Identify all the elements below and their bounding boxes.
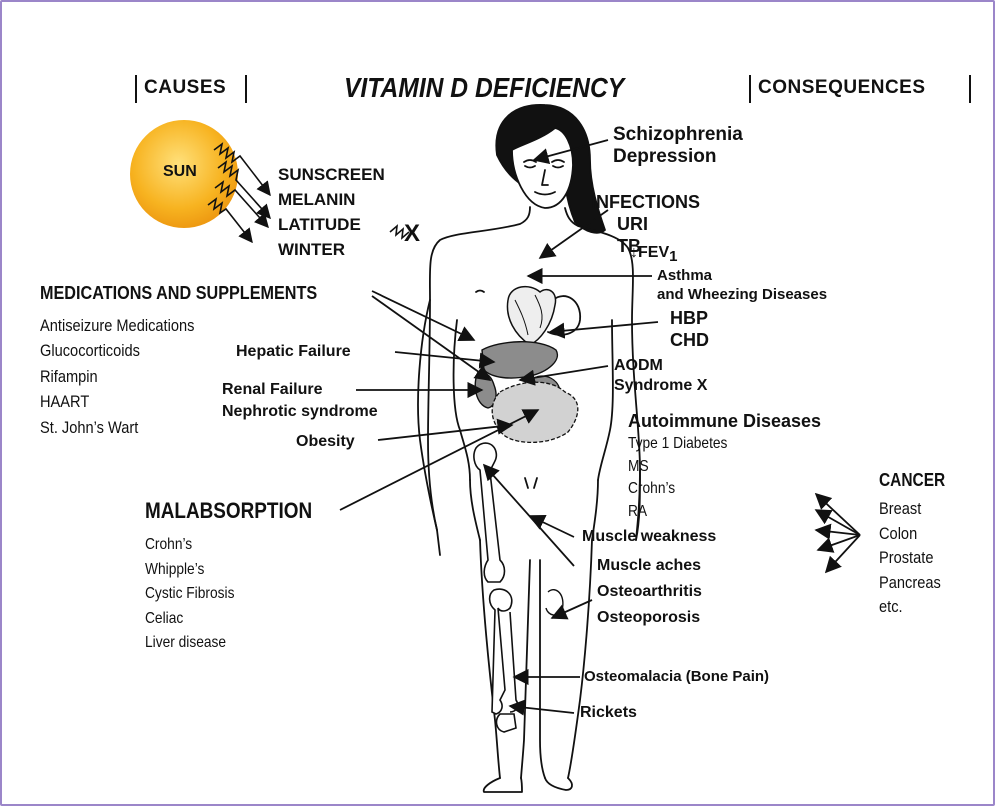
skeleton-leg-icon [474,443,518,732]
malabsorption-heading: MALABSORPTION [145,500,312,522]
osteoporosis-label: Osteoporosis [597,610,700,626]
malabsorption-item: Celiac [145,607,234,632]
medication-item: Glucocorticoids [40,338,194,363]
asthma-label: Asthma [657,268,712,283]
blocked-mark-icon: X [404,222,420,246]
obesity-label: Obesity [296,434,355,450]
cancer-list: Breast Colon Prostate Pancreas etc. [879,497,951,620]
autoimmune-item: Type 1 Diabetes [628,433,727,456]
cancer-heading: CANCER [879,471,945,489]
osteoarthritis-label: Osteoarthritis [597,584,702,600]
muscle-weakness-label: Muscle weakness [582,529,716,545]
liver-icon [482,342,557,378]
cancer-item: Breast [879,497,941,522]
medications-list: Antiseizure Medications Glucocorticoids … [40,313,220,440]
autoimmune-item: RA [628,501,727,524]
sun-blocker-item: SUNSCREEN [278,162,385,187]
autoimmune-heading: Autoimmune Diseases [628,412,821,430]
medication-item: Antiseizure Medications [40,313,194,338]
cancer-item: Prostate [879,546,941,571]
schizophrenia-label: Schizophrenia [613,125,743,144]
autoimmune-item: Crohn’s [628,478,727,501]
malabsorption-item: Liver disease [145,631,234,656]
uri-label: URI [617,215,648,233]
malabsorption-item: Crohn’s [145,533,234,558]
cancer-item: etc. [879,595,941,620]
autoimmune-list: Type 1 Diabetes MS Crohn’s RA [628,433,744,523]
malabsorption-list: Crohn’s Whipple’s Cystic Fibrosis Celiac… [145,533,249,656]
syndrome-x-label: Syndrome X [614,378,707,394]
sun-label: SUN [163,164,197,180]
sun-blocker-list: SUNSCREEN MELANIN LATITUDE WINTER [278,162,385,262]
sun-blocker-item: MELANIN [278,187,385,212]
malabsorption-item: Cystic Fibrosis [145,582,234,607]
depression-label: Depression [613,147,716,166]
decrease-arrow-icon: ↓ [630,244,638,261]
chd-label: CHD [670,331,709,349]
page-title: VITAMIN D DEFICIENCY [344,74,624,102]
nephrotic-syndrome-label: Nephrotic syndrome [222,404,378,420]
cancer-item: Colon [879,522,941,547]
heart-icon [507,287,555,345]
renal-failure-label: Renal Failure [222,382,322,398]
medications-heading: MEDICATIONS AND SUPPLEMENTS [40,284,317,302]
sun-blocker-item: LATITUDE [278,212,385,237]
wheezing-diseases-label: and Wheezing Diseases [657,287,827,302]
consequences-header: CONSEQUENCES [758,78,926,97]
osteomalacia-label: Osteomalacia (Bone Pain) [584,669,769,684]
medication-item: Rifampin [40,364,194,389]
infections-label: INFECTIONS [591,193,700,211]
cancer-item: Pancreas [879,571,941,596]
causes-header: CAUSES [144,78,226,97]
fev-label: ↓FEV1 [630,245,677,264]
sun-blocker-item: WINTER [278,237,385,262]
malabsorption-item: Whipple’s [145,558,234,583]
muscle-aches-label: Muscle aches [597,558,701,574]
medication-item: St. John’s Wart [40,415,194,440]
hepatic-failure-label: Hepatic Failure [236,344,351,360]
aodm-label: AODM [614,358,663,374]
rickets-label: Rickets [580,705,637,721]
medication-item: HAART [40,389,194,414]
hbp-label: HBP [670,309,708,327]
autoimmune-item: MS [628,456,727,479]
